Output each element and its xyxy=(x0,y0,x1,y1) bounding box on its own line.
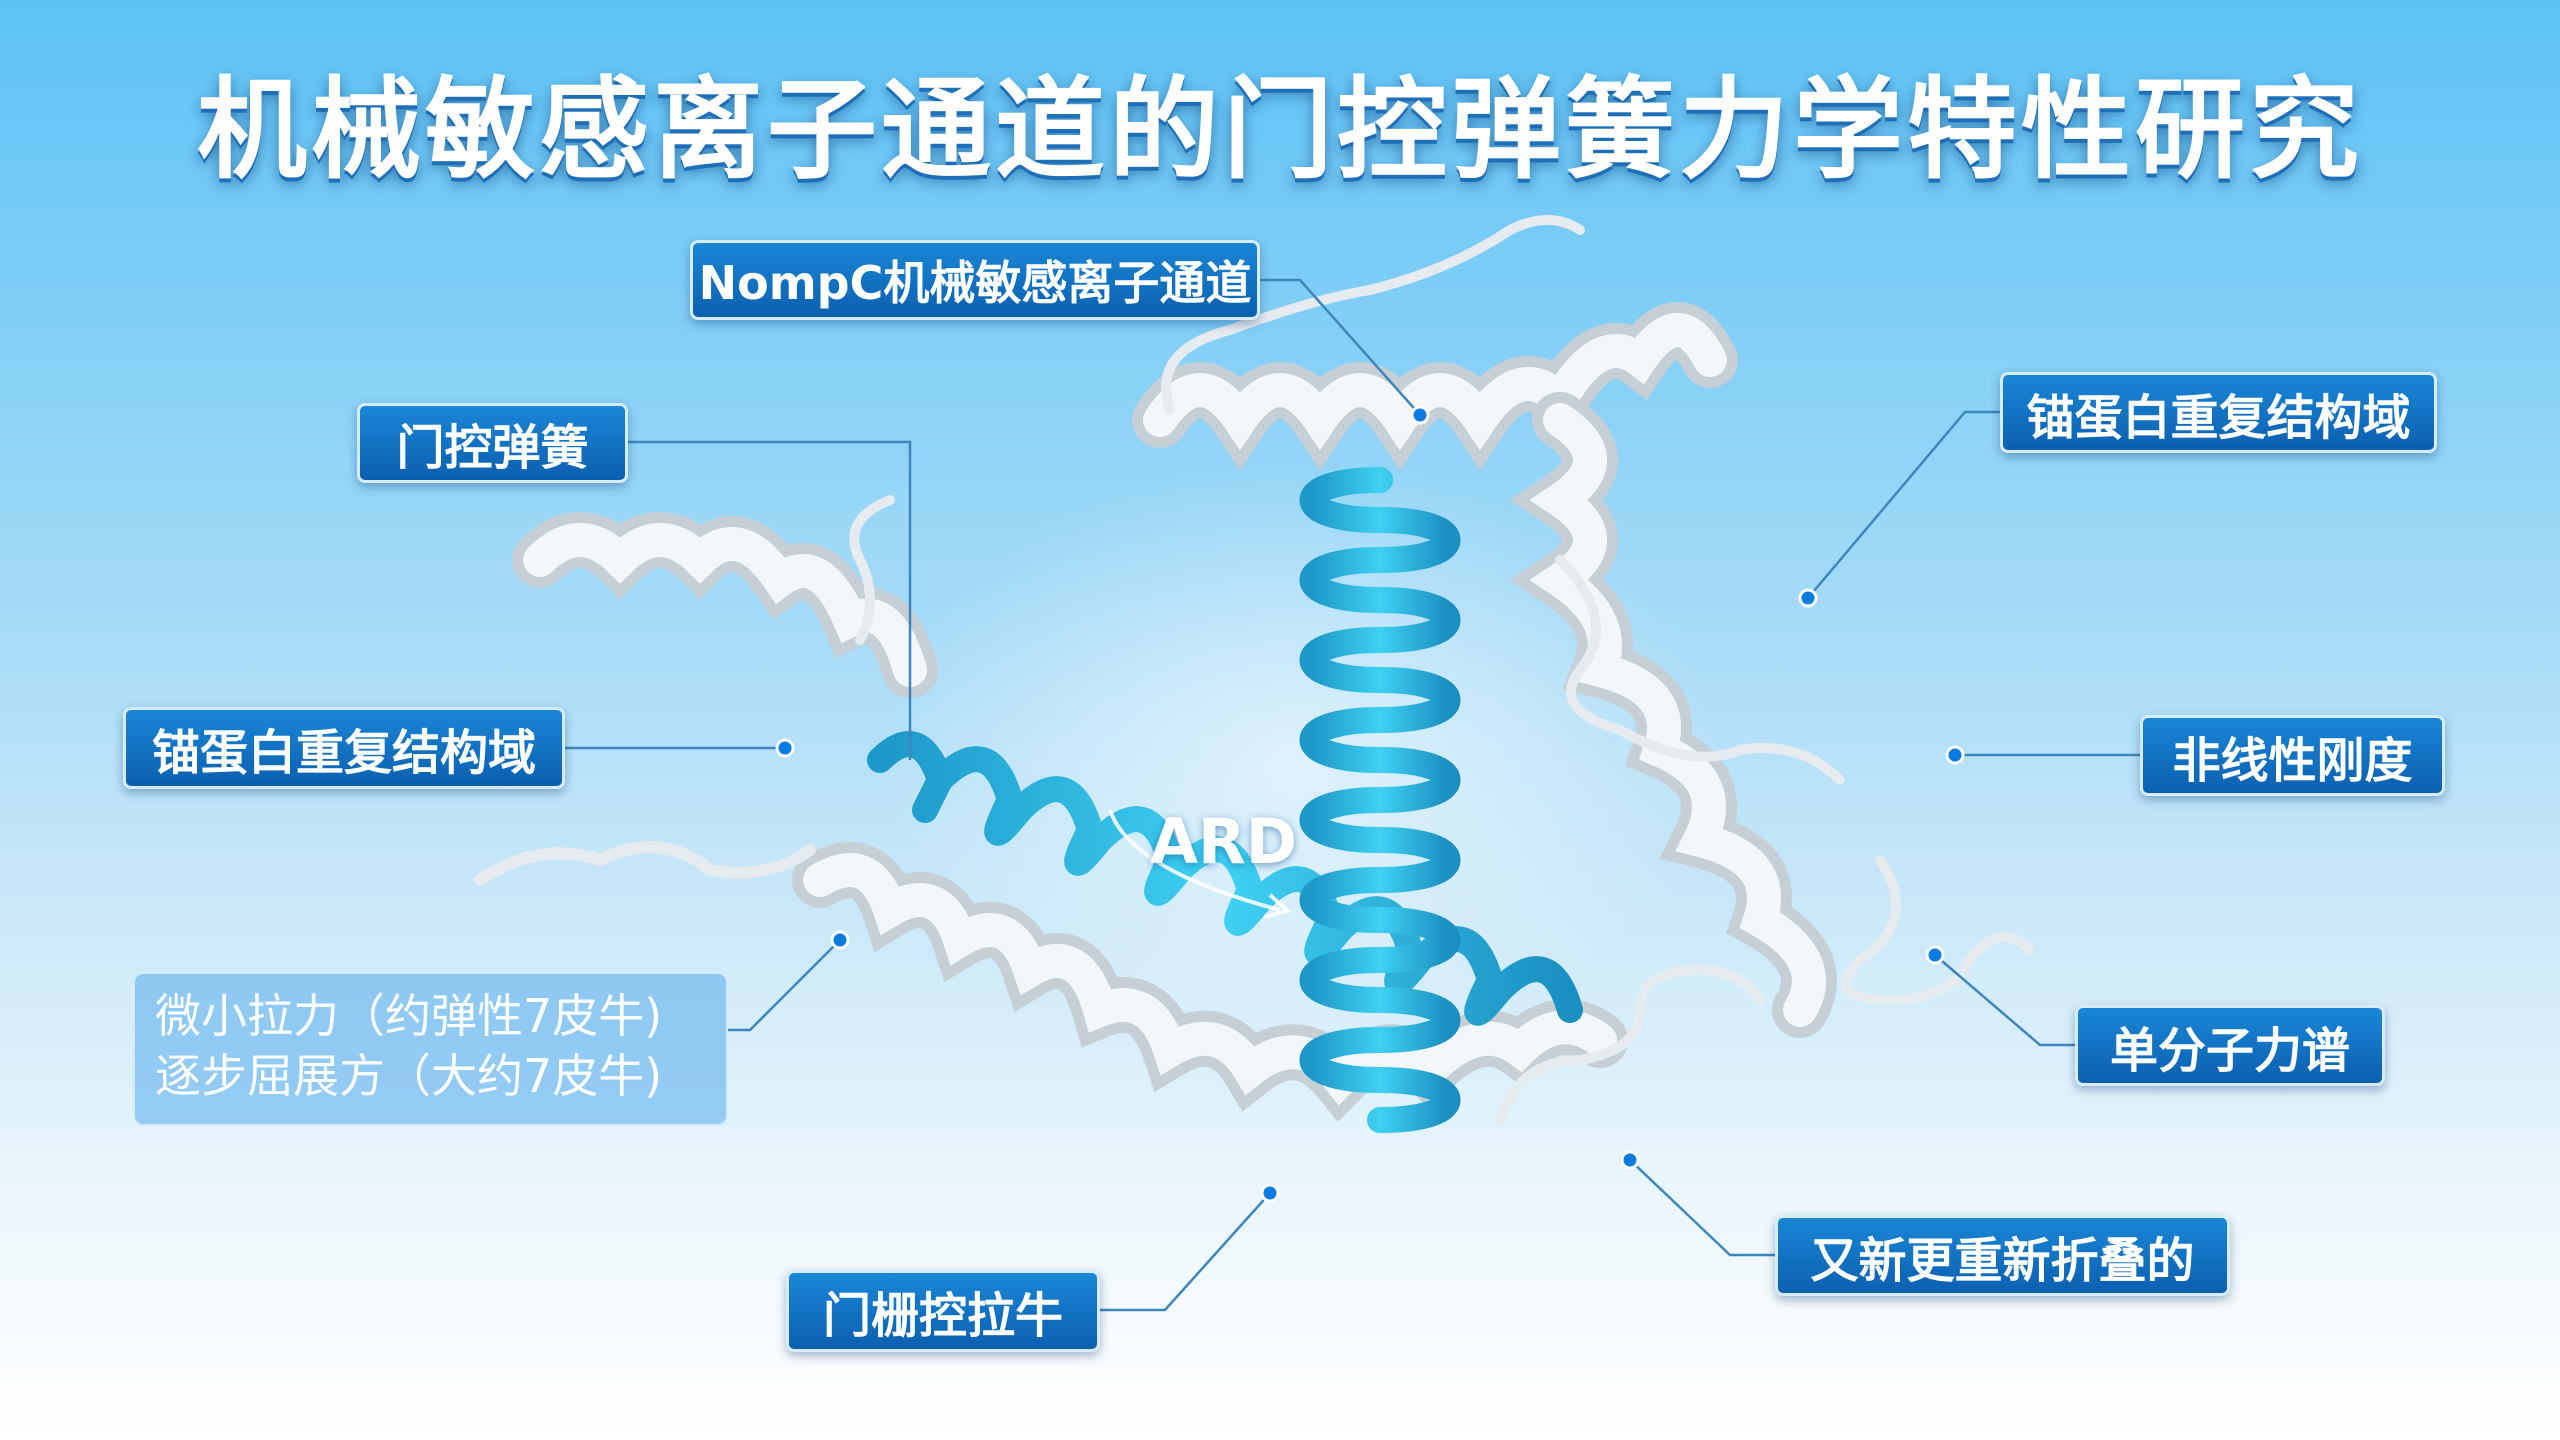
loop-strand-4 xyxy=(1840,855,2035,1006)
loop-strand-6 xyxy=(849,495,895,645)
dot-nonlinear xyxy=(1945,745,1965,765)
ard-label: ARD xyxy=(1150,805,1298,878)
force-note-line-2: 逐步屈展方（大约7皮牛) xyxy=(155,1049,663,1103)
label-nonlinear-stiffness: 非线性刚度 xyxy=(2140,715,2445,796)
dot-gating-pull xyxy=(1260,1183,1280,1203)
dot-note xyxy=(830,930,850,950)
dot-ankyrin-left xyxy=(775,738,795,758)
dot-nompc xyxy=(1410,405,1430,425)
dot-ankyrin-right xyxy=(1798,588,1818,608)
force-note: 微小拉力（约弹性7皮牛) 逐步屈展方（大约7皮牛) xyxy=(133,972,728,1126)
ribbon-top-coil-highlight xyxy=(1143,313,1727,451)
label-ankyrin-right: 锚蛋白重复结构域 xyxy=(2000,372,2437,453)
ribbon-bottom-coil-highlight xyxy=(803,853,1617,1106)
leader-ankyrin-right xyxy=(1807,410,2000,599)
dot-single-molecule xyxy=(1925,945,1945,965)
page-title: 机械敏感离子通道的门控弹簧力学特性研究 xyxy=(197,66,2363,194)
loop-strand-2 xyxy=(1161,215,1585,415)
label-refold: 又新更重新折叠的 xyxy=(1775,1215,2230,1296)
loop-strand-1 xyxy=(474,841,816,886)
label-gating-pull: 门栅控拉牛 xyxy=(786,1270,1100,1352)
dot-refold xyxy=(1620,1150,1640,1170)
leader-nompc xyxy=(1260,278,1421,416)
leader-note xyxy=(728,939,841,1032)
leader-gating-spring xyxy=(628,440,912,760)
label-gating-spring: 门控弹簧 xyxy=(357,403,628,483)
ribbon-right-coil-highlight xyxy=(1529,403,1826,1027)
protein-ribbons xyxy=(474,215,2035,1125)
force-note-line-1: 微小拉力（约弹性7皮牛) xyxy=(155,989,663,1043)
label-single-molecule: 单分子力谱 xyxy=(2075,1005,2385,1086)
gating-spring-helices xyxy=(867,467,1583,1133)
leader-gating-pull xyxy=(1100,1192,1271,1312)
ard-arrow xyxy=(1108,809,1281,912)
ard-arrow-head xyxy=(1263,893,1293,919)
center-glow xyxy=(880,460,1720,1060)
leader-lines xyxy=(565,278,2140,1312)
loop-strand-3 xyxy=(1555,555,1845,785)
leader-single-molecule xyxy=(1934,954,2075,1047)
leader-refold xyxy=(1629,1159,1775,1257)
label-nompc-channel: NompC机械敏感离子通道 xyxy=(690,240,1260,320)
label-ankyrin-left: 锚蛋白重复结构域 xyxy=(123,707,565,789)
spring-helix-vertical xyxy=(1299,467,1461,1133)
anchor-dots xyxy=(775,405,1965,1203)
loop-strand-5 xyxy=(1495,964,1765,1125)
ribbon-left-coil-highlight xyxy=(523,523,927,687)
